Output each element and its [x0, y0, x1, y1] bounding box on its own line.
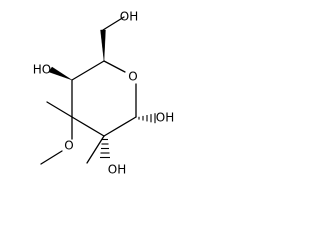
ring-oxygen-label: O [128, 70, 137, 84]
methoxy-oxygen-label: O [64, 139, 73, 153]
ring-bond-c4-c5 [71, 60, 105, 81]
wedge-bond-c5-c6 [100, 29, 106, 62]
bond-c6-oh [102, 16, 125, 31]
hash-bond-c2-oh [100, 138, 110, 159]
bond-c3-methyl [46, 101, 73, 118]
ring-bond-c2-c3 [71, 116, 105, 137]
ch2oh-label: OH [120, 10, 138, 24]
c4-hydroxyl-label: HO [33, 63, 51, 77]
hash-bond-c1-oh [138, 113, 156, 124]
chemical-structure: OH HO O O OH OH [33, 10, 174, 177]
ring-bonds [71, 60, 137, 137]
bond-o-methyl [40, 150, 63, 165]
c1-hydroxyl-label: OH [156, 111, 174, 125]
bond-c2-methyl [86, 135, 105, 164]
ring-bond-c1-c2 [103, 116, 137, 137]
wedge-bond-c4-oh [48, 66, 73, 81]
ring-bond-c5-o [103, 60, 126, 73]
c2-hydroxyl-label: OH [108, 163, 126, 177]
